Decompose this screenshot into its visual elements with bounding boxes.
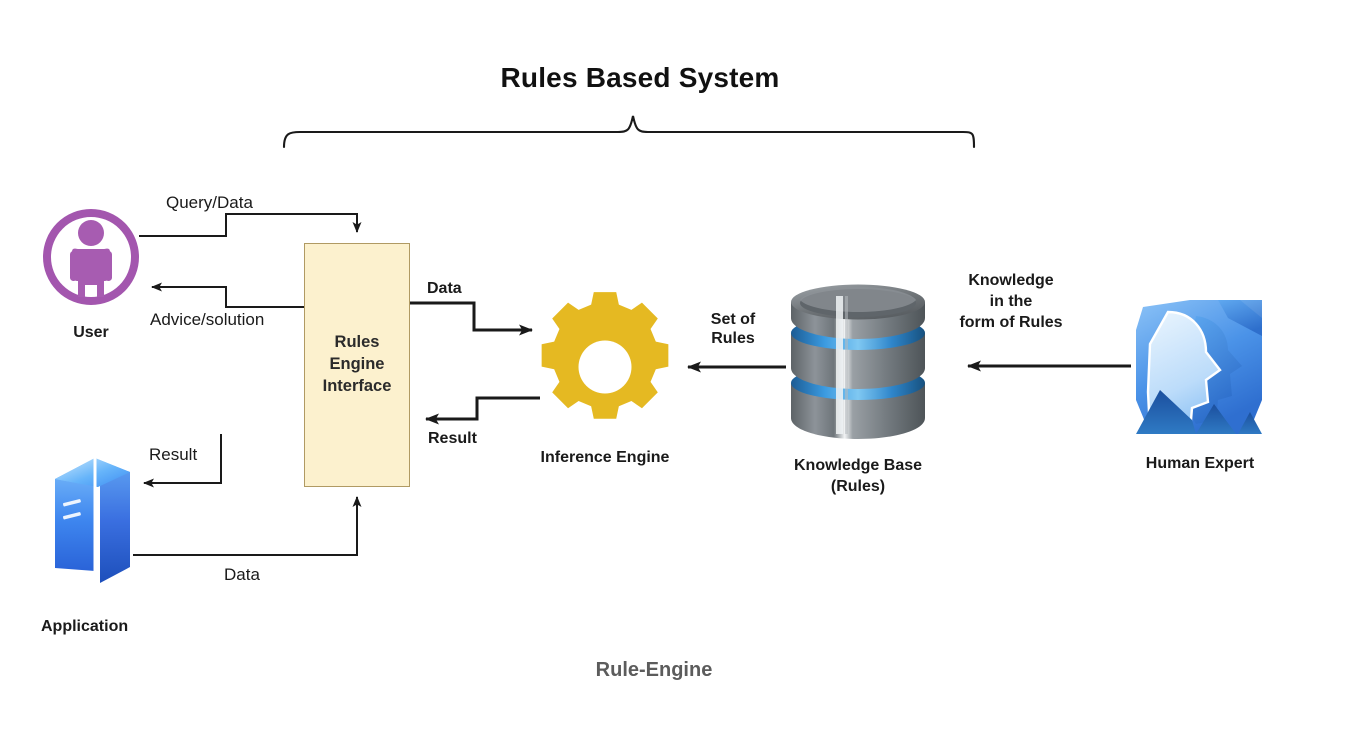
- edge-label-data-from-app: Data: [224, 565, 260, 584]
- application-label: Application: [41, 618, 129, 635]
- edge-label-data-to-engine: Data: [427, 280, 462, 297]
- knowledge-base-label-line2: (Rules): [830, 478, 886, 495]
- edge-label-knowledge-line3: form of Rules: [959, 314, 1063, 331]
- human-expert-label: Human Expert: [1145, 455, 1255, 472]
- user-circle-icon: [43, 209, 139, 305]
- edge-label-set-of-rules-line1: Set of: [710, 311, 756, 328]
- diagram-caption: Rule-Engine: [595, 659, 713, 681]
- gear-icon: [541, 292, 669, 419]
- edge-label-advice-solution: Advice/solution: [150, 310, 265, 329]
- page-title: Rules Based System: [500, 62, 780, 93]
- edge-result-to-app: [143, 434, 222, 488]
- system-scope-brace: [282, 115, 976, 149]
- user-label: User: [73, 324, 109, 341]
- inference-engine-label: Inference Engine: [540, 449, 670, 466]
- edge-data-to-engine: [410, 301, 533, 336]
- knowledge-base-label-line1: Knowledge Base: [793, 457, 923, 474]
- edge-label-knowledge-line1: Knowledge: [968, 272, 1054, 289]
- edge-advice-solution: [151, 282, 304, 308]
- edge-data-from-app: [133, 496, 362, 556]
- edge-label-result-from-engine: Result: [428, 430, 477, 447]
- edge-label-query-data: Query/Data: [166, 193, 253, 212]
- human-expert-icon: [1136, 300, 1262, 434]
- edge-label-knowledge-line2: in the: [989, 293, 1033, 310]
- edge-label-set-of-rules-line2: Rules: [711, 330, 755, 347]
- database-icon: [791, 284, 925, 439]
- rules-engine-interface-label: Rules Engine Interface: [322, 333, 392, 395]
- edge-label-result-to-app: Result: [149, 445, 198, 464]
- edge-result-from-engine: [425, 396, 540, 425]
- edge-query-data: [139, 213, 362, 237]
- server-icon: [52, 455, 133, 590]
- rules-engine-interface-box[interactable]: Rules Engine Interface: [304, 243, 410, 487]
